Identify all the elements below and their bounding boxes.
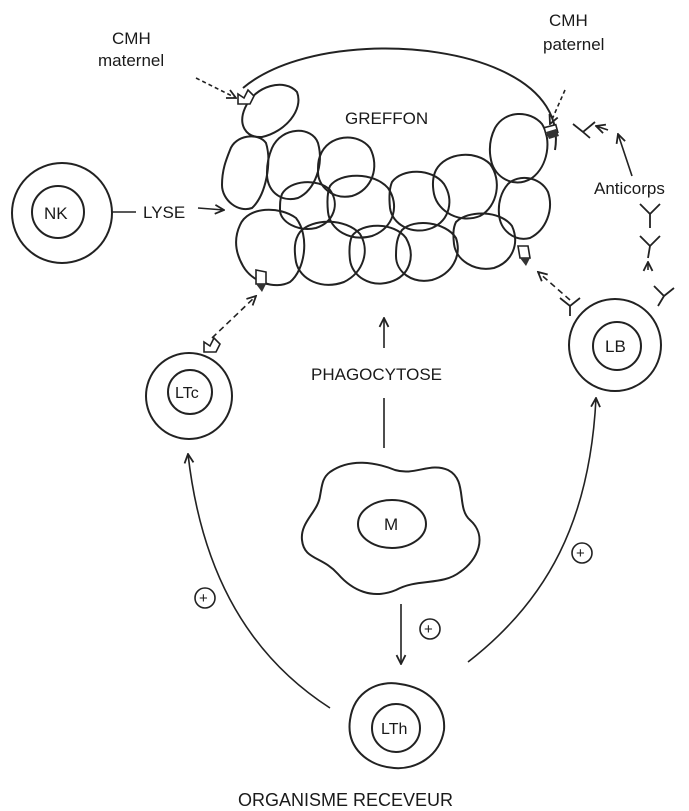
ltc-label: LTc <box>175 385 199 402</box>
lb-label: LB <box>605 337 626 356</box>
antibody-flow-arrow-1 <box>538 272 570 300</box>
plus-sign-right: + <box>576 545 585 562</box>
nk-label: NK <box>44 204 68 223</box>
m-label: M <box>384 515 398 534</box>
graft-antigen-right <box>518 246 530 258</box>
antibody-flow-arrow-3 <box>618 134 632 176</box>
ltc-receptor <box>204 338 220 352</box>
lyse-arrow <box>198 208 224 210</box>
lyse-label: LYSE <box>143 203 185 222</box>
ltc-attack-arrow <box>212 296 256 338</box>
lth-to-ltc-arrow <box>188 454 330 708</box>
organisme-receveur-label: ORGANISME RECEVEUR <box>238 790 453 810</box>
cmh-maternel-arrow <box>196 78 236 98</box>
anticorps-label: Anticorps <box>594 179 665 198</box>
plus-sign-left: + <box>199 590 208 607</box>
graft-outline <box>243 49 556 150</box>
plus-sign-center: + <box>424 621 433 638</box>
phagocytose-label: PHAGOCYTOSE <box>311 365 442 384</box>
lth-label: LTh <box>381 721 407 738</box>
cmh-paternel-label-1: CMH <box>549 11 588 30</box>
cmh-paternel-arrow <box>550 90 565 124</box>
lth-to-lb-arrow <box>468 398 596 662</box>
greffon-label: GREFFON <box>345 109 428 128</box>
cmh-maternel-label-2: maternel <box>98 51 164 70</box>
graft-antigen-left <box>256 270 266 284</box>
antibody-flow-arrow-2 <box>596 126 608 130</box>
cmh-maternel-label-1: CMH <box>112 29 151 48</box>
antibodies <box>560 122 674 316</box>
cmh-maternel-receptor <box>238 90 254 104</box>
cmh-paternel-label-2: paternel <box>543 35 604 54</box>
